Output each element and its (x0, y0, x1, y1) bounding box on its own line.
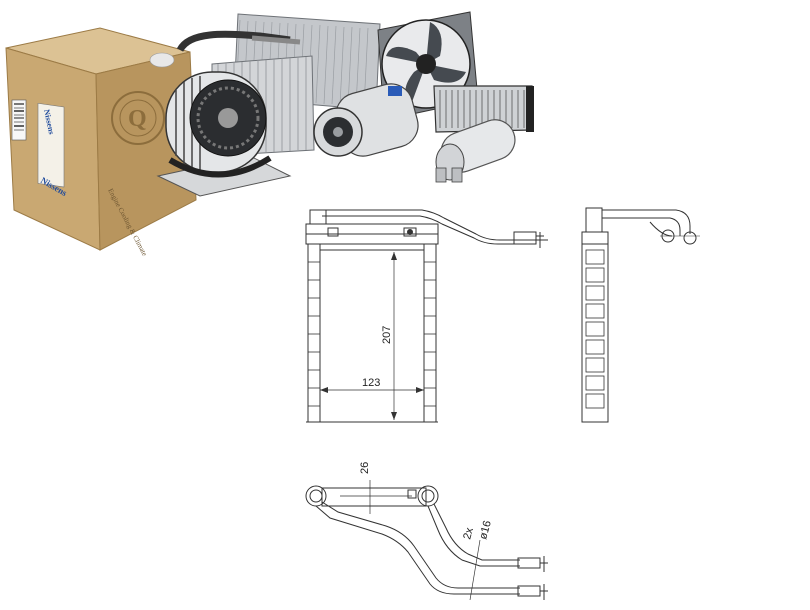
heater-core-icon (433, 85, 534, 133)
dimension-width-label: 123 (362, 377, 380, 389)
quality-logo-icon: Q (111, 91, 165, 145)
pipe-diameter-label: ø16 (477, 519, 494, 540)
receiver-drier-icon (435, 119, 516, 183)
compressor-icon (313, 83, 419, 157)
drawing-top-view (305, 480, 548, 601)
drawing-front-view (305, 209, 548, 423)
blower-motor-icon (156, 71, 292, 197)
dimension-depth-label: 26 (359, 462, 371, 474)
dimension-height-label: 207 (381, 326, 393, 344)
barcode-icon (11, 99, 27, 141)
svg-text:Q: Q (128, 106, 147, 132)
drawing-side-view (581, 207, 700, 423)
pipe-count-label: 2x (461, 526, 476, 541)
cardboard-box: Nissens Nissens Engine Cooling & Climate… (5, 27, 197, 257)
